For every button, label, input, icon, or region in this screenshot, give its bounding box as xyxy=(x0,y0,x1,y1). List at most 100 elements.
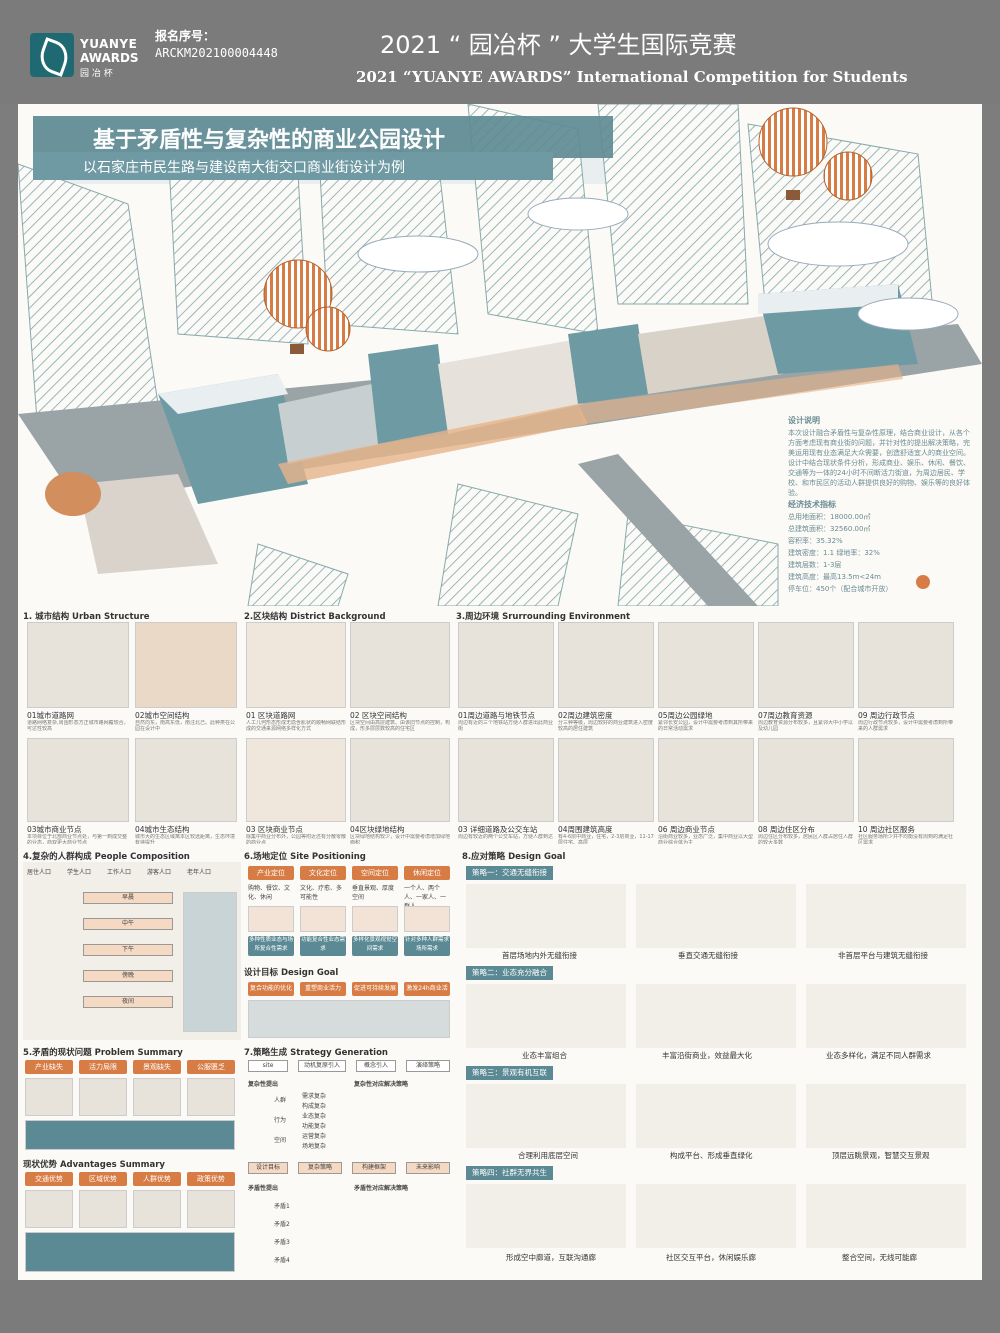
positioning-icon xyxy=(352,906,398,932)
tech-indicator: 总用地面积：18000.00㎡ xyxy=(788,513,871,521)
strategy-caption: 丰富沿街商业，效益最大化 xyxy=(662,1051,752,1060)
map-caption: 03 区块商业节点 xyxy=(246,825,303,834)
chain-node: 设计目标 xyxy=(248,1162,288,1174)
chain-node: 未来影响 xyxy=(406,1162,450,1174)
stat-label: 居住人口 xyxy=(27,869,52,876)
positioning-tag: 产业定位 xyxy=(248,866,294,880)
advantage-map xyxy=(79,1190,127,1228)
map-description: 周边有近的三个地铁站方便人群进出此商业街 xyxy=(458,720,554,732)
competition-title-en: 2021 “YUANYE AWARDS” International Compe… xyxy=(356,68,908,86)
map-description: 区块绿地结构较少，设计中需要考虑增加绿地面积 xyxy=(350,834,450,844)
positioning-text: 购物、餐饮、文化、休闲 xyxy=(248,885,291,901)
map-caption: 01城市道路网 xyxy=(27,711,75,720)
strategy-caption: 顶层远眺景观，智慧交互景观 xyxy=(832,1151,930,1160)
strategy-heading: 策略三：景观有机互联 xyxy=(466,1066,553,1080)
advantage-map xyxy=(187,1190,235,1228)
strategy-caption: 整合空间，无线可能廊 xyxy=(842,1253,917,1262)
strategy-diagram xyxy=(636,1084,796,1148)
chain-node: site xyxy=(248,1060,288,1072)
people-composition-diagram: 居住人口 学生人口 工作人口 游客人口 老年人口 早晨 中午 下午 傍晚 夜间 xyxy=(23,862,241,1040)
logo-text-yuanye: YUANYE xyxy=(80,37,138,51)
urban-ecology-map xyxy=(135,738,237,822)
strategy-diagram xyxy=(806,1084,966,1148)
strategy-caption: 社区交互平台，休闲娱乐廊 xyxy=(666,1253,756,1262)
district-road-map xyxy=(246,622,346,708)
tech-indicator: 总建筑面积：32560.00㎡ xyxy=(788,525,871,533)
tech-indicator: 建筑高度：最高13.5m<24m xyxy=(788,573,881,581)
axonometric-illustration xyxy=(18,104,982,607)
complexity-sub: 需求复杂 xyxy=(302,1093,327,1100)
map-description: 紧邻长安公园，设计中需要考虑到其所带来的日常活动需求 xyxy=(658,720,754,732)
strategy-heading: 策略一：交通无缝衔接 xyxy=(466,866,553,880)
section-title: 7.策略生成 Strategy Generation xyxy=(244,1048,388,1058)
district-space-map xyxy=(350,622,450,708)
urban-road-map xyxy=(27,622,129,708)
advantage-tag: 政策优势 xyxy=(187,1172,235,1186)
tech-indicator: 建筑层数：1-3层 xyxy=(788,561,842,569)
section-title: 6.场地定位 Site Positioning xyxy=(244,852,366,862)
chain-node: 动机复原引入 xyxy=(298,1060,346,1072)
street-photos xyxy=(183,892,237,1032)
tech-indicator: 建筑密度：1.1 绿地率：32% xyxy=(788,549,880,557)
advantage-text-band xyxy=(25,1232,235,1272)
competition-title-cn: 2021 “ 园冶杯 ” 大学生国际竞赛 xyxy=(380,31,737,59)
section-title: 8.应对策略 Design Goal xyxy=(462,852,566,862)
tech-indicator: 停车位：450个（配合城市开放） xyxy=(788,585,893,593)
urban-commerce-map xyxy=(27,738,129,822)
section-urban-structure: 1. 城市结构 Urban Structure 01城市道路网 道路网络复杂,周… xyxy=(23,610,241,844)
people-time-row: 下午 xyxy=(83,944,173,956)
strategy-heading: 策略四：社群无界共生 xyxy=(466,1166,553,1180)
map-description: 周边行政节点较多，设计中需要考虑到所带来的人群需求 xyxy=(858,720,954,732)
positioning-need: 针对多种人群需求场所需求 xyxy=(404,936,450,956)
contradiction-item: 矛盾3 xyxy=(274,1239,290,1246)
design-title: 基于矛盾性与复杂性的商业公园设计 xyxy=(93,128,446,153)
strategy-diagram xyxy=(636,884,796,948)
complexity-sub: 功能复杂 xyxy=(302,1123,327,1130)
positioning-tag: 空间定位 xyxy=(352,866,398,880)
problem-text-band xyxy=(25,1120,235,1150)
description-body: 本次设计融合矛盾性与复杂性原理，结合商业设计，从各个方面考虑现有商业街的问题，并… xyxy=(788,429,970,497)
logo-text-cn: 园 冶 杯 xyxy=(80,69,113,79)
hero-axonometric: 基于矛盾性与复杂性的商业公园设计 以石家庄市民生路与建设南大街交口商业街设计为例… xyxy=(18,104,982,607)
competition-header: YUANYE AWARDS 园 冶 杯 报名序号： ARCKM202100004… xyxy=(0,0,1000,104)
strategy-caption: 非首层平台与建筑无缝衔接 xyxy=(838,951,928,960)
positioning-tag: 休闲定位 xyxy=(404,866,450,880)
positioning-tag: 文化定位 xyxy=(300,866,346,880)
registration-label: 报名序号： xyxy=(155,29,216,43)
positioning-text: 垂直景观、厚度空间 xyxy=(352,885,395,901)
section-design-strategies: 8.应对策略 Design Goal 策略一：交通无缝衔接 首层场地内外无缝衔接… xyxy=(462,850,978,1278)
section-strategy-generation: 7.策略生成 Strategy Generation site 动机复原引入 概… xyxy=(244,1046,458,1276)
chain-node: 复杂策略 xyxy=(298,1162,342,1174)
positioning-need: 多样化景观视觉空间需求 xyxy=(352,936,398,956)
tech-indicators-heading: 经济技术指标 xyxy=(788,500,836,509)
complexity-heading: 复杂性提出 xyxy=(248,1081,279,1088)
positioning-need: 多种性质业态与场所复合性需求 xyxy=(248,936,294,956)
section-problem-summary: 5.矛盾的现状问题 Problem Summary 产业缺失 活力局限 景观缺失… xyxy=(23,1046,241,1276)
map-caption: 09 周边行政节点 xyxy=(858,711,915,720)
positioning-text: 文化、疗愈、多可能性 xyxy=(300,885,343,901)
description-heading: 设计说明 xyxy=(788,416,820,425)
complexity-sub: 场地复杂 xyxy=(302,1143,327,1150)
env-map xyxy=(658,622,754,708)
advantage-tag: 人群优势 xyxy=(133,1172,181,1186)
complexity-sub: 业态复杂 xyxy=(302,1113,327,1120)
section-title: 5.矛盾的现状问题 Problem Summary xyxy=(23,1048,183,1058)
stat-label: 老年人口 xyxy=(187,869,212,876)
map-caption: 04周围建筑高度 xyxy=(558,825,613,834)
map-description: 有4-6层中商业，住宅，2-3层商业，11-17层住宅、高层 xyxy=(558,834,654,844)
people-time-row: 早晨 xyxy=(83,892,173,904)
problem-map xyxy=(79,1078,127,1116)
map-caption: 07周边教育资源 xyxy=(758,711,813,720)
advantage-map xyxy=(25,1190,73,1228)
yuanye-leaf-icon xyxy=(30,33,74,77)
people-time-row: 傍晚 xyxy=(83,970,173,982)
chain-node: 概念引入 xyxy=(356,1060,396,1072)
env-map xyxy=(458,622,554,708)
strategy-diagram xyxy=(466,1084,626,1148)
env-map xyxy=(558,738,654,822)
positioning-need: 功能复合性业态需求 xyxy=(300,936,346,956)
strategy-caption: 构成平台、形成垂直绿化 xyxy=(670,1151,753,1160)
complexity-strategy-heading: 复杂性对应解决策略 xyxy=(354,1081,409,1088)
map-description: 人工几何形态形成无隐含肌状的顺畅网联结形成的交通来源网络多样化方式 xyxy=(246,720,346,732)
advantage-tag: 区域优势 xyxy=(79,1172,127,1186)
